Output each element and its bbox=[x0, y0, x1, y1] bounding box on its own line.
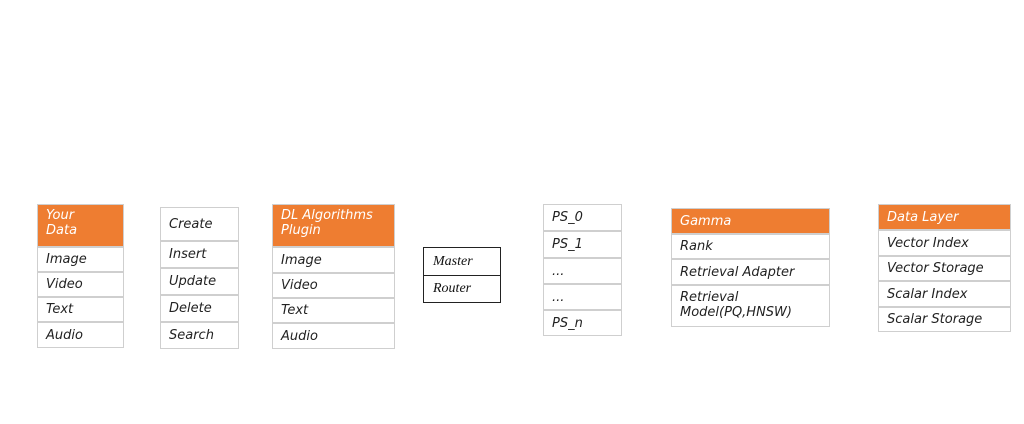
gamma-header: Gamma bbox=[671, 208, 830, 234]
your-data-item-video: Video bbox=[37, 272, 124, 297]
dl-plugin-item-image: Image bbox=[272, 247, 395, 273]
data-layer-item-vector-storage: Vector Storage bbox=[878, 256, 1011, 281]
data-layer-item-scalar-index: Scalar Index bbox=[878, 281, 1011, 307]
gamma-item-retrieval-adapter: Retrieval Adapter bbox=[671, 259, 830, 285]
your-data-header: Your Data bbox=[37, 204, 124, 247]
ps-node: ... bbox=[543, 284, 622, 310]
operation-create: Create bbox=[160, 207, 239, 241]
ps-node: PS_1 bbox=[543, 231, 622, 258]
router-node: Router bbox=[423, 275, 501, 303]
ps-node: PS_0 bbox=[543, 204, 622, 231]
dl-plugin-header: DL Algorithms Plugin bbox=[272, 204, 395, 247]
data-layer-item-vector-index: Vector Index bbox=[878, 230, 1011, 256]
operation-delete: Delete bbox=[160, 295, 239, 322]
ps-node: ... bbox=[543, 258, 622, 284]
operation-insert: Insert bbox=[160, 241, 239, 268]
dl-plugin-item-text: Text bbox=[272, 298, 395, 323]
data-layer-header: Data Layer bbox=[878, 204, 1011, 230]
your-data-item-audio: Audio bbox=[37, 322, 124, 348]
master-node: Master bbox=[423, 247, 501, 276]
ps-node: PS_n bbox=[543, 310, 622, 336]
operation-search: Search bbox=[160, 322, 239, 349]
operation-update: Update bbox=[160, 268, 239, 295]
dl-plugin-item-audio: Audio bbox=[272, 323, 395, 349]
dl-plugin-item-video: Video bbox=[272, 273, 395, 298]
gamma-item-rank: Rank bbox=[671, 234, 830, 259]
your-data-item-text: Text bbox=[37, 297, 124, 322]
gamma-item-retrieval-model: Retrieval Model(PQ,HNSW) bbox=[671, 285, 830, 327]
data-layer-item-scalar-storage: Scalar Storage bbox=[878, 307, 1011, 332]
your-data-item-image: Image bbox=[37, 247, 124, 272]
